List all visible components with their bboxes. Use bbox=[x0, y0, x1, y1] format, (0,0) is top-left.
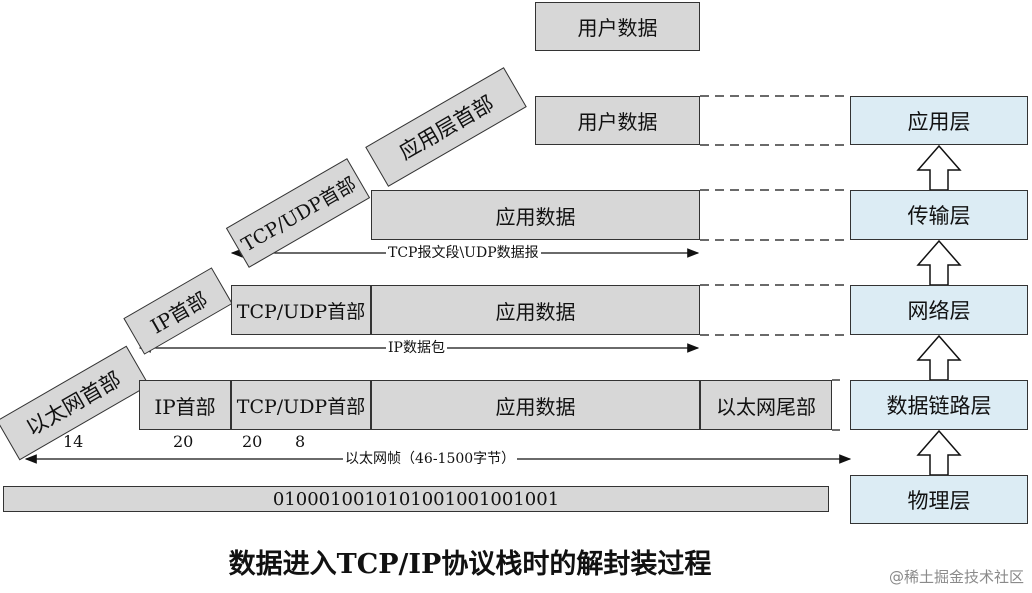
link-tcp-header-box: TCP/UDP首部 bbox=[231, 380, 371, 430]
network-data-box: 应用数据 bbox=[371, 285, 700, 335]
size-eth-label: 14 bbox=[63, 432, 84, 451]
physical-bits-box: 0100010010101001001001001 bbox=[3, 486, 829, 512]
network-span-label: IP数据包 bbox=[386, 340, 447, 356]
top-user-data-box: 用户数据 bbox=[535, 2, 700, 51]
frame-span-label: 以太网帧（46-1500字节） bbox=[343, 451, 518, 467]
layer-application: 应用层 bbox=[850, 96, 1028, 145]
size-tcp-label: 20 bbox=[242, 432, 263, 451]
up-arrow-net-trans bbox=[916, 239, 962, 286]
layer-physical: 物理层 bbox=[850, 475, 1028, 524]
up-arrow-phys-link bbox=[916, 429, 962, 476]
layer-datalink: 数据链路层 bbox=[850, 380, 1028, 430]
up-arrow-trans-app bbox=[916, 144, 962, 191]
size-ip-label: 20 bbox=[173, 432, 194, 451]
network-tcp-header-box: TCP/UDP首部 bbox=[231, 285, 371, 335]
transport-span-label: TCP报文段\UDP数据报 bbox=[386, 245, 541, 261]
size-udp-label: 8 bbox=[295, 432, 306, 451]
layer-transport: 传输层 bbox=[850, 190, 1028, 240]
link-eth-trailer-box: 以太网尾部 bbox=[700, 380, 832, 430]
layer-network: 网络层 bbox=[850, 285, 1028, 335]
link-data-box: 应用数据 bbox=[371, 380, 700, 430]
app-user-data-box: 用户数据 bbox=[535, 96, 700, 145]
diagram-title: 数据进入TCP/IP协议栈时的解封装过程 bbox=[228, 549, 712, 580]
transport-data-box: 应用数据 bbox=[371, 190, 700, 240]
up-arrow-link-net bbox=[916, 334, 962, 381]
watermark: @稀土掘金技术社区 bbox=[888, 568, 1024, 586]
link-ip-header-box: IP首部 bbox=[139, 380, 231, 430]
